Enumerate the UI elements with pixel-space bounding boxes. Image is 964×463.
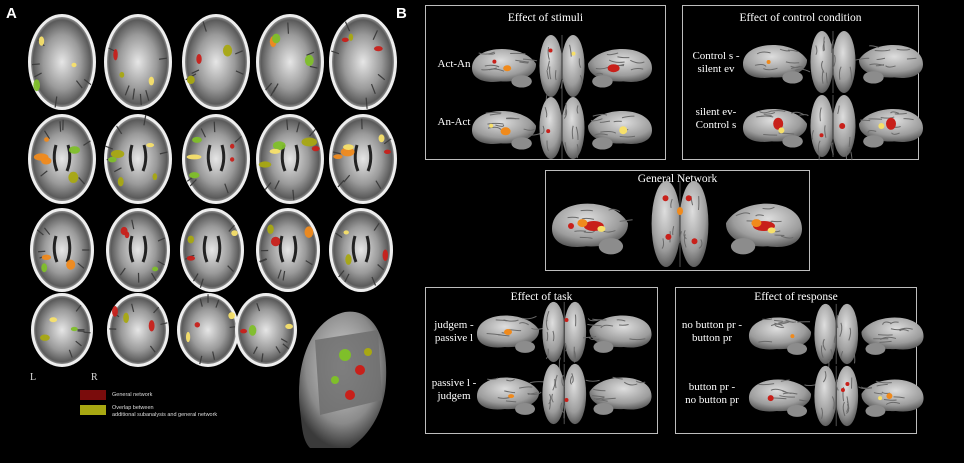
- axial-slice: [182, 14, 250, 110]
- 3d-head-render: [298, 311, 387, 448]
- axial-slice: [30, 208, 94, 292]
- axial-slice: [107, 293, 169, 367]
- axial-slice: [104, 114, 172, 204]
- legend-label-general: General network: [112, 392, 153, 398]
- head-blob: [331, 376, 339, 384]
- axial-slice: [180, 208, 244, 292]
- legend-swatch-overlap: [80, 405, 106, 415]
- row-label-line: silent ev-: [695, 106, 737, 118]
- row-label-line: Control s -: [692, 50, 740, 62]
- row-label-an-act: An-Act: [437, 116, 471, 128]
- axial-slice: [329, 208, 393, 292]
- row-label-line: passive l -: [431, 377, 477, 389]
- row-label-judgem-minus-passive: judgem - passive l: [426, 319, 482, 345]
- box-title-stimuli: Effect of stimuli: [507, 12, 584, 24]
- panel-a-letter: A: [6, 5, 17, 22]
- row-label-line: button pr -: [688, 381, 736, 393]
- head-blob: [345, 390, 355, 400]
- row-label-control-minus-silent: Control s - silent ev: [683, 50, 749, 76]
- axial-slice: [329, 14, 397, 110]
- legend-swatch-general: [80, 390, 106, 400]
- row-label-act-an: Act-An: [437, 58, 471, 70]
- axial-slice: [177, 293, 239, 367]
- axial-slice: [256, 114, 324, 204]
- box-effect-of-control: Effect of control condition Control s - …: [682, 5, 919, 160]
- axial-slice: [31, 293, 93, 367]
- box-title-task: Effect of task: [510, 291, 573, 303]
- row-label-nobutton-minus-button: no button pr - button pr: [676, 319, 748, 345]
- box-effect-of-task: Effect of task judgem - passive l passiv…: [425, 287, 658, 434]
- axial-slice: [329, 114, 397, 204]
- axial-slice: [256, 14, 324, 110]
- box-title-response: Effect of response: [754, 291, 838, 303]
- legend-label-overlap-line1: Overlap between: [112, 405, 154, 411]
- row-label-line: no button pr: [685, 394, 739, 406]
- axial-slice: [182, 114, 250, 204]
- head-cut-surface: [315, 330, 382, 415]
- right-hemisphere-label: R: [91, 372, 98, 383]
- panel-b-letter: B: [396, 5, 407, 22]
- row-label-passive-minus-judgem: passive l - judgem: [426, 377, 482, 403]
- row-label-line: Control s: [695, 119, 737, 131]
- box-effect-of-response: Effect of response no button pr - button…: [675, 287, 917, 434]
- axial-slice: [235, 293, 297, 367]
- axial-slice: [106, 208, 170, 292]
- axial-slice: [28, 14, 96, 110]
- head-blob: [339, 349, 351, 361]
- box-effect-of-stimuli: Effect of stimuli Act-An An-Act: [425, 5, 666, 160]
- axial-slices-figure: [28, 14, 397, 367]
- axial-slice: [256, 208, 320, 292]
- legend-label-overlap-line2: additional subanalysis and general netwo…: [112, 412, 218, 418]
- head-blob: [355, 365, 365, 375]
- box-title-control: Effect of control condition: [739, 12, 862, 24]
- row-label-line: no button pr -: [681, 319, 743, 331]
- axial-slice: [104, 14, 172, 110]
- head-blob: [364, 348, 372, 356]
- box-title-general: General Network: [637, 173, 718, 185]
- row-label-line: silent ev: [697, 63, 735, 75]
- axial-slice: [28, 114, 96, 204]
- row-label-line: button pr: [691, 332, 733, 344]
- box-general-network: General Network: [545, 170, 810, 271]
- row-label-silent-minus-control: silent ev- Control s: [683, 106, 749, 132]
- row-label-line: judgem -: [434, 319, 474, 331]
- legend-label-overlap: Overlap between additional subanalysis a…: [112, 405, 217, 419]
- row-label-line: passive l: [434, 332, 474, 344]
- row-label-line: judgem: [437, 390, 471, 402]
- row-label-button-minus-nobutton: button pr - no button pr: [676, 381, 748, 407]
- left-hemisphere-label: L: [30, 372, 37, 383]
